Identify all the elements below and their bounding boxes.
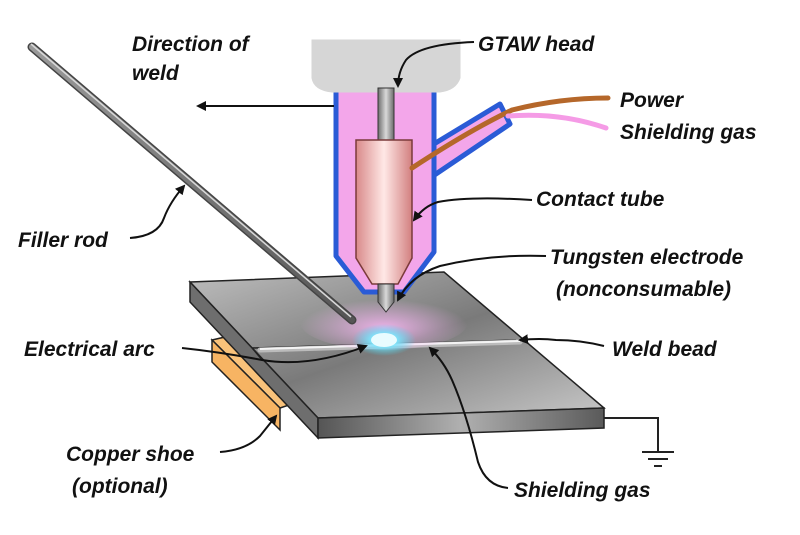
ground-symbol-icon bbox=[604, 417, 674, 467]
label-weld-bead: Weld bead bbox=[612, 338, 718, 361]
label-tungsten-electrode-line1: Tungsten electrode bbox=[550, 246, 744, 269]
label-copper-shoe-line1: Copper shoe bbox=[66, 443, 195, 466]
leader-filler-rod bbox=[129, 184, 186, 239]
leader-copper-shoe bbox=[219, 414, 278, 453]
label-tungsten-electrode-line2: (nonconsumable) bbox=[556, 278, 731, 301]
labels: Direction of weld GTAW head Power Shield… bbox=[18, 33, 757, 502]
label-direction-of-weld-line2: weld bbox=[132, 62, 180, 85]
gtaw-torch bbox=[311, 39, 513, 313]
leader-gtaw-head bbox=[393, 41, 475, 88]
label-shielding-gas-top: Shielding gas bbox=[620, 121, 757, 144]
filler-rod bbox=[27, 42, 357, 325]
leader-lines bbox=[129, 41, 605, 489]
arc-core bbox=[371, 333, 397, 347]
leader-tungsten bbox=[397, 254, 547, 302]
leader-shielding-gas bbox=[428, 346, 509, 489]
label-power: Power bbox=[620, 89, 685, 112]
label-filler-rod: Filler rod bbox=[18, 229, 109, 252]
leader-electrical-arc bbox=[181, 344, 368, 364]
label-electrical-arc: Electrical arc bbox=[24, 338, 155, 361]
leader-contact-tube bbox=[412, 197, 533, 222]
label-gtaw-head: GTAW head bbox=[478, 33, 595, 56]
label-contact-tube: Contact tube bbox=[536, 188, 665, 211]
label-copper-shoe-line2: (optional) bbox=[72, 475, 168, 498]
label-shielding-gas-bottom: Shielding gas bbox=[514, 479, 651, 502]
gas-hose bbox=[505, 112, 609, 131]
power-cable bbox=[409, 95, 611, 171]
leader-weld-bead bbox=[518, 334, 605, 347]
label-direction-of-weld-line1: Direction of bbox=[132, 33, 251, 56]
